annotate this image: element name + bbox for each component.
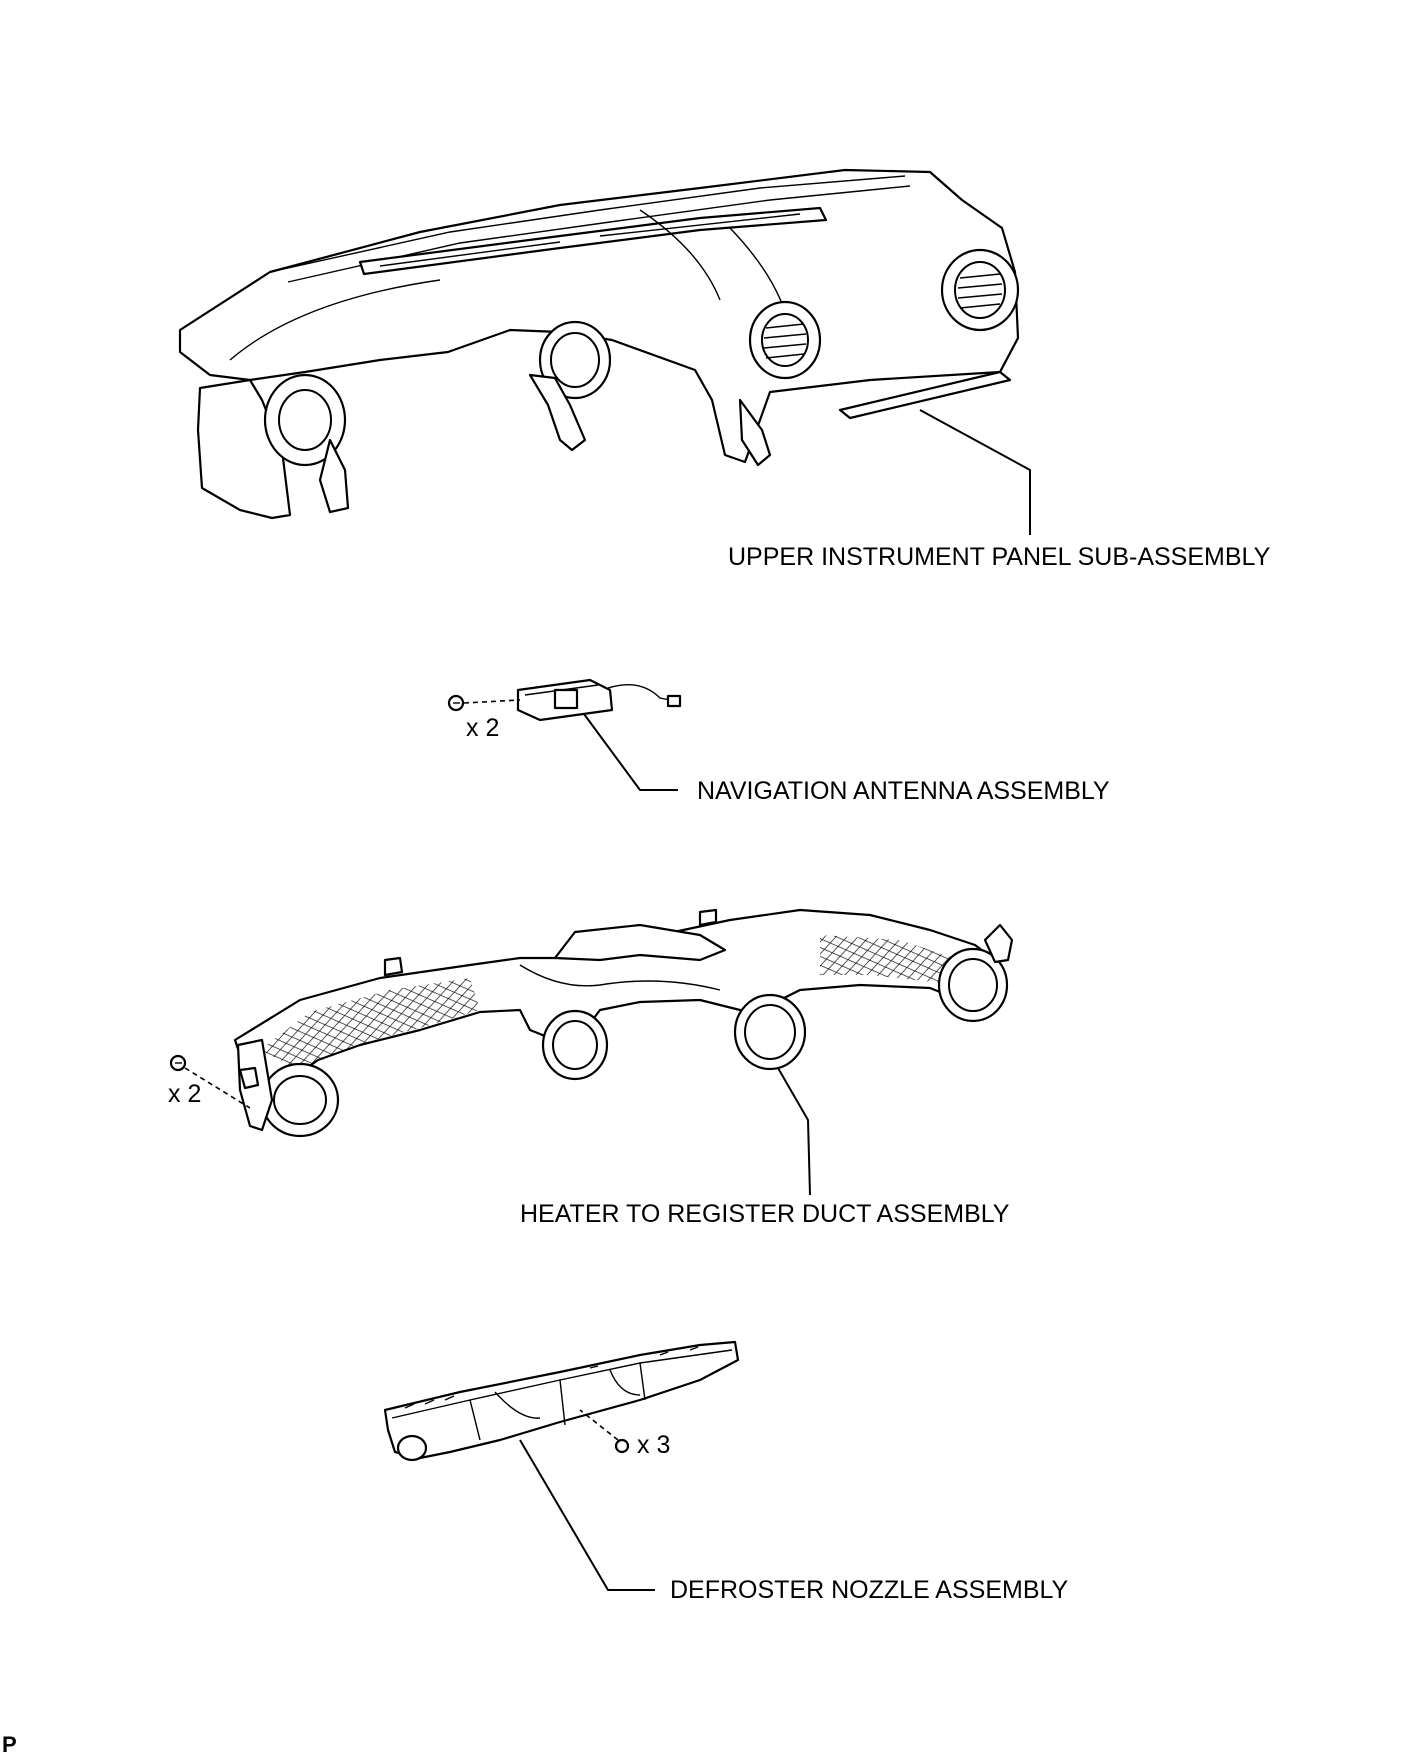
upper-instrument-panel-drawing bbox=[178, 168, 1031, 535]
defroster-nozzle-drawing bbox=[383, 1340, 740, 1591]
navigation-antenna-drawing bbox=[447, 678, 682, 791]
heater-register-duct-drawing bbox=[169, 908, 1014, 1196]
qty-navigation-antenna: x 2 bbox=[466, 714, 499, 742]
qty-heater-register-duct: x 2 bbox=[168, 1080, 201, 1108]
label-navigation-antenna: NAVIGATION ANTENNA ASSEMBLY bbox=[697, 777, 1110, 805]
qty-defroster-nozzle: x 3 bbox=[637, 1431, 670, 1459]
label-upper-instrument-panel: UPPER INSTRUMENT PANEL SUB-ASSEMBLY bbox=[728, 543, 1271, 571]
label-defroster-nozzle: DEFROSTER NOZZLE ASSEMBLY bbox=[670, 1576, 1069, 1604]
label-heater-register-duct: HEATER TO REGISTER DUCT ASSEMBLY bbox=[520, 1200, 1010, 1228]
corner-code: P bbox=[2, 1732, 17, 1757]
